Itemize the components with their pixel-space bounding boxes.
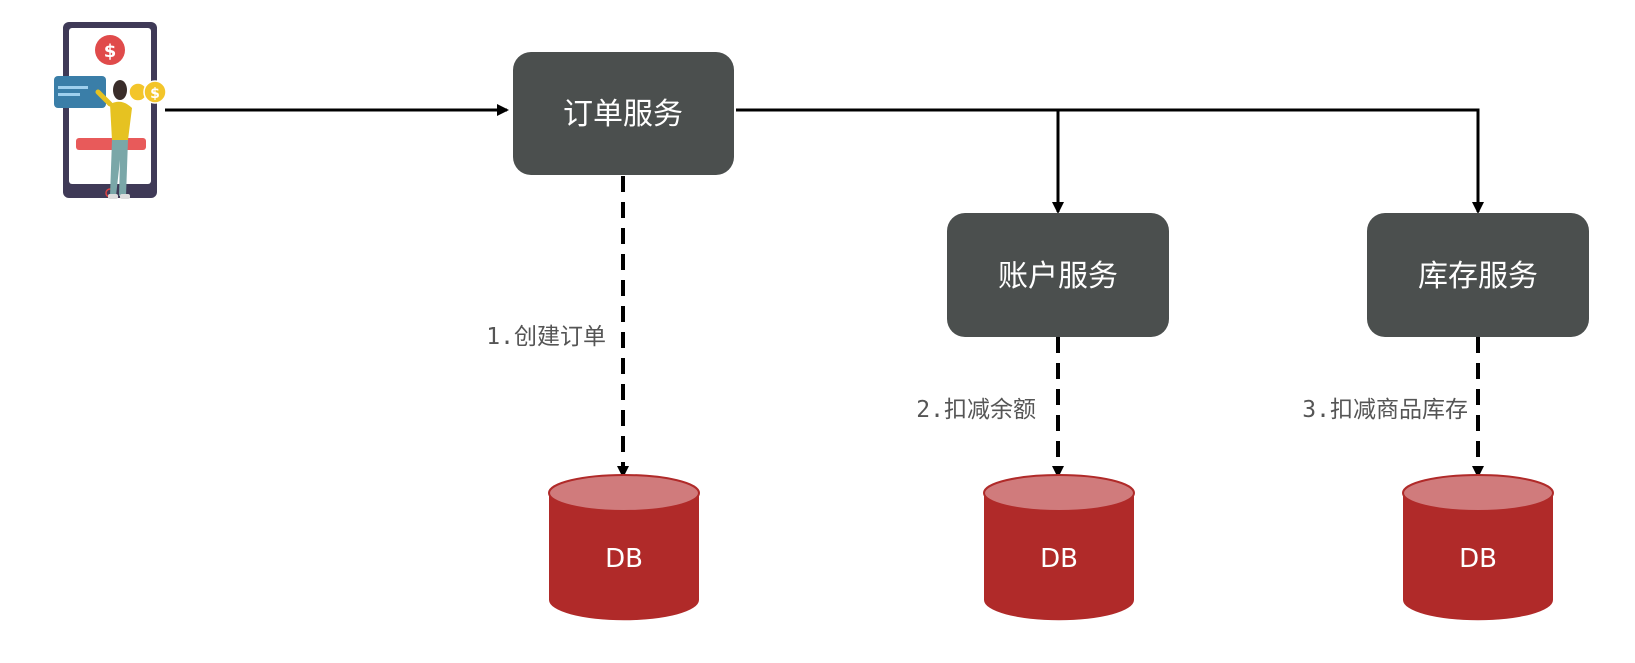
order-service-label: 订单服务 bbox=[563, 97, 683, 132]
account-service-node: 账户服务 bbox=[947, 213, 1169, 337]
account-db-label: DB bbox=[1040, 544, 1078, 574]
order-to-account-arrow bbox=[736, 108, 1064, 214]
inventory-service-node: 库存服务 bbox=[1367, 213, 1589, 337]
inventory-service-label: 库存服务 bbox=[1418, 259, 1538, 294]
order-db-label: DB bbox=[605, 544, 643, 574]
step-deduct-balance: 2.扣减余额 bbox=[916, 397, 1036, 423]
order-db-cylinder: DB bbox=[548, 474, 700, 621]
inventory-db-cylinder: DB bbox=[1402, 474, 1554, 621]
step-deduct-inventory: 3.扣减商品库存 bbox=[1302, 397, 1468, 423]
order-service-node: 订单服务 bbox=[513, 52, 734, 175]
account-service-label: 账户服务 bbox=[998, 259, 1118, 294]
account-db-cylinder: DB bbox=[983, 474, 1135, 621]
order-to-inventory-arrow bbox=[1058, 108, 1484, 214]
step-create-order: 1.创建订单 bbox=[486, 324, 606, 350]
svg-text:$: $ bbox=[150, 86, 160, 102]
mobile-payment-user-icon: $ $ bbox=[54, 22, 167, 199]
inventory-db-label: DB bbox=[1459, 544, 1497, 574]
svg-text:$: $ bbox=[104, 41, 117, 62]
